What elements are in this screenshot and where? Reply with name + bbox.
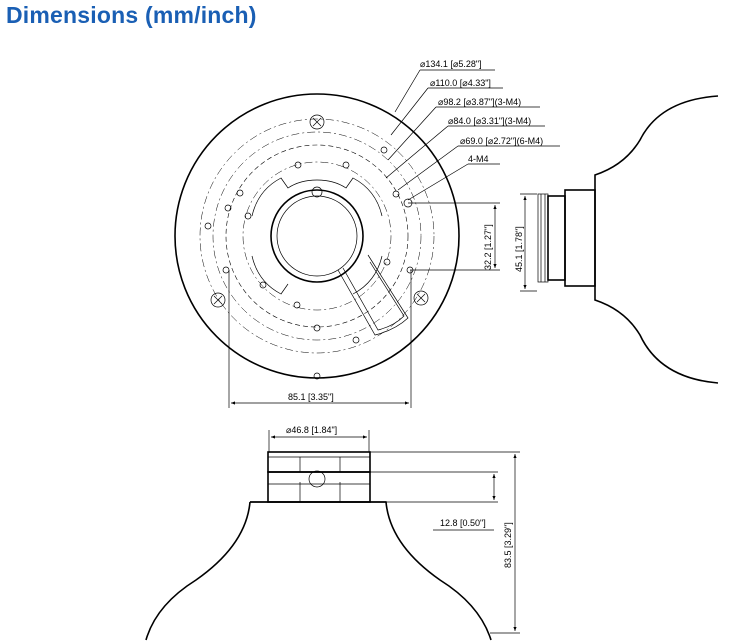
circle-110 [199, 118, 435, 354]
cable-slot [337, 254, 409, 336]
callout-84: ⌀84.0 [⌀3.31"](3-M4) [448, 116, 531, 126]
mounting-hole-icon [204, 146, 414, 344]
callout-110: ⌀110.0 [⌀4.33"] [430, 78, 491, 88]
circle-84 [225, 144, 409, 328]
callout-134: ⌀134.1 [⌀5.28"] [420, 59, 482, 69]
bell-right [250, 501, 492, 641]
side-body-outline [594, 95, 719, 384]
bell-left [145, 501, 251, 641]
circle-98 [212, 131, 422, 341]
callout-4m4: 4-M4 [468, 154, 489, 164]
height-dimension-32: 32.2 [1.27"] [483, 224, 493, 270]
cable-hole-inner [276, 195, 358, 277]
total-height-dimension: 83.5 [3.29"] [503, 522, 513, 568]
width-dimension: 85.1 [3.35"] [288, 392, 334, 402]
collar-dimension: 12.8 [0.50"] [440, 518, 486, 528]
front-view: ⌀46.8 [1.84"] 12.8 [0.50"] 83.5 [3.29"] [145, 425, 520, 641]
cable-hole-outer [270, 189, 364, 283]
screw-icon [210, 114, 429, 380]
height-dimension-45: 45.1 [1.78"] [514, 226, 524, 272]
outer-rim-circle [174, 93, 460, 379]
circle-69 [242, 161, 392, 311]
callout-69: ⌀69.0 [⌀2.72"](6-M4) [460, 136, 543, 146]
callout-98: ⌀98.2 [⌀3.87"](3-M4) [438, 97, 521, 107]
side-view: 45.1 [1.78"] [514, 95, 719, 384]
top-diameter-dimension: ⌀46.8 [1.84"] [286, 425, 337, 435]
screw-icon [308, 470, 326, 488]
top-cap [267, 451, 371, 473]
top-view: ⌀134.1 [⌀5.28"] ⌀110.0 [⌀4.33"] ⌀98.2 [⌀… [174, 59, 560, 408]
page-title: Dimensions (mm/inch) [6, 2, 257, 28]
